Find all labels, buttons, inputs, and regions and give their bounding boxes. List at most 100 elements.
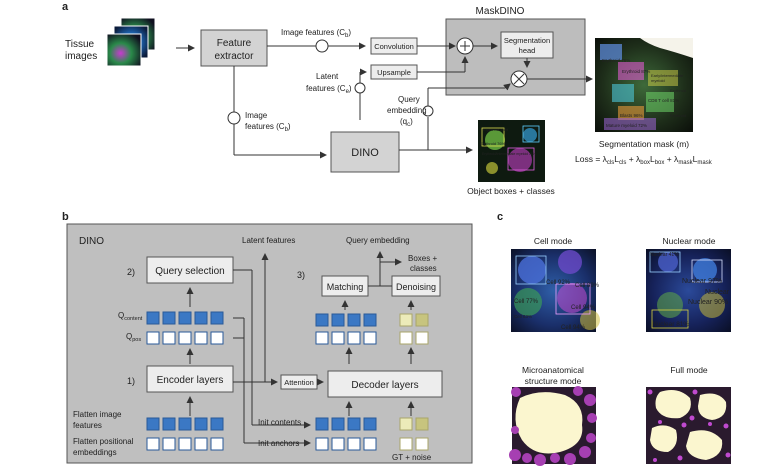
seg-label-5: Erythroid xyxy=(670,88,686,93)
nuclear-label-3: Nuclear xyxy=(705,289,730,296)
cell-label-6: Cell 63% xyxy=(514,314,532,319)
panel-c-label: c xyxy=(497,211,503,223)
init-anchors-label: Init anchors xyxy=(258,439,299,448)
feature-extractor-label-2: extractor xyxy=(215,51,255,62)
dino-label: DINO xyxy=(351,147,379,159)
flatten-image-tokens xyxy=(146,417,224,431)
boxes-classes-label-1: Boxes + xyxy=(408,254,437,263)
object-boxes-image xyxy=(478,120,545,182)
tissue-label-2: images xyxy=(65,51,97,62)
feature-extractor-label-1: Feature xyxy=(217,38,252,49)
image-features-left-label-1: Image xyxy=(245,111,268,120)
gt-noise-tokens xyxy=(399,417,429,451)
nuclear-label-2: Nuclear 97% xyxy=(682,278,722,285)
decoder-layers-label: Decoder layers xyxy=(351,380,418,391)
convolution-label: Convolution xyxy=(374,42,414,51)
micro-mode-title-1: Microanatomical xyxy=(522,365,584,375)
segmentation-head-label-2: head xyxy=(519,46,536,55)
full-mode-image xyxy=(646,387,731,464)
decoder-layers-box xyxy=(327,370,443,398)
flatten-pos-label-2: embeddings xyxy=(73,448,117,457)
q-pos-tokens xyxy=(146,331,224,345)
denoising-label: Denoising xyxy=(396,282,436,292)
init-contents-tokens xyxy=(315,417,377,431)
gt-noise-label: GT + noise xyxy=(392,453,432,462)
flatten-pos-label-1: Flatten positional xyxy=(73,437,134,446)
encoder-layers-label: Encoder layers xyxy=(157,375,224,386)
object-boxes-caption: Object boxes + classes xyxy=(467,186,555,196)
cell-label-5: Cell 94% xyxy=(561,325,586,331)
cell-label-4: Cell 94% xyxy=(571,305,596,311)
cell-label-1: Cell 92% xyxy=(546,280,571,286)
micro-mode-title-2: structure mode xyxy=(525,376,582,386)
maskdino-title: MaskDINO xyxy=(476,6,525,17)
nuclear-label-5: Nuclear 81% xyxy=(652,321,689,328)
segmentation-head-label-1: Segmentation xyxy=(504,36,550,45)
q-content-tokens xyxy=(146,311,224,325)
decoder-query-pos-tokens xyxy=(315,331,377,345)
seg-label-3: Early/intermediate xyxy=(651,73,684,78)
tissue-label-1: Tissue xyxy=(65,39,95,50)
image-features-node-left xyxy=(227,111,241,125)
nuclear-label-1: Nuclear 41% xyxy=(650,252,679,258)
image-features-top-label: Image features (Cb) xyxy=(281,28,351,39)
cell-label-3: Cell 77% xyxy=(514,299,539,305)
seg-label-8: Erythroid xyxy=(670,113,686,118)
query-label-1: Query xyxy=(398,95,420,104)
cell-mode-image xyxy=(511,249,600,332)
latent-node xyxy=(354,82,366,94)
decoder-query-content-tokens xyxy=(315,313,377,327)
init-contents-label: Init contents xyxy=(258,418,301,427)
nuclear-label-4: Nuclear 90% xyxy=(688,299,728,306)
seg-label-4: myeloid xyxy=(651,78,665,83)
query-embedding-label: Query embedding xyxy=(346,236,410,245)
nuclear-mode-title: Nuclear mode xyxy=(663,236,716,246)
latent-features-label: Latent features xyxy=(242,236,295,245)
q-pos-label: Qpos xyxy=(126,332,141,343)
dino-box xyxy=(330,131,400,173)
cell-mode-title: Cell mode xyxy=(534,236,573,246)
flatten-pos-tokens xyxy=(146,437,224,451)
nuclear-mode-image xyxy=(646,249,731,332)
matching-label: Matching xyxy=(327,282,364,292)
latent-label-2: features (Ce) xyxy=(306,84,352,95)
segmentation-head-box xyxy=(500,31,554,59)
flatten-image-label-2: features xyxy=(73,421,102,430)
query-label-3: (qc) xyxy=(400,117,413,128)
seg-label-9: Mature myeloid 72% xyxy=(606,123,647,128)
step-2-label: 2) xyxy=(127,267,135,277)
attention-label: Attention xyxy=(284,378,314,387)
seg-label-6: CD8 T cell 81% xyxy=(648,98,679,103)
segmentation-mask-image xyxy=(595,38,693,132)
panel-a-label: a xyxy=(62,1,69,13)
arrow-query-to-times xyxy=(503,83,511,91)
decoder-dn-tokens xyxy=(399,313,429,345)
image-features-left-label-2: features (Cb) xyxy=(245,122,291,133)
step-3-label: 3) xyxy=(297,270,305,280)
step-1-label: 1) xyxy=(127,376,135,386)
tissue-image-stack xyxy=(106,17,156,67)
panel-b-label: b xyxy=(62,211,69,223)
encoder-layers-box xyxy=(146,365,234,393)
seg-label-7: Blasts 96% xyxy=(620,113,643,118)
full-mode-title: Full mode xyxy=(670,365,708,375)
boxes-classes-label-2: classes xyxy=(410,264,437,273)
segmentation-mask-caption: Segmentation mask (m) xyxy=(599,139,689,149)
q-content-label: Qcontent xyxy=(118,311,143,322)
image-features-node-top xyxy=(315,39,329,53)
upsample-label: Upsample xyxy=(377,68,411,77)
object-label-2: Erythroid 76% xyxy=(480,141,506,146)
micro-mode-image xyxy=(509,386,597,466)
query-selection-label: Query selection xyxy=(155,266,224,277)
flatten-image-label-1: Flatten image xyxy=(73,410,122,419)
dino-detail-title: DINO xyxy=(79,236,104,247)
seg-label-1: Erythroid 76% xyxy=(602,58,630,63)
seg-label-2: Erythroid 87% xyxy=(622,69,650,74)
object-label-3: Erythroid/Intermediate myeloid 71% xyxy=(482,152,536,156)
latent-label-1: Latent xyxy=(316,72,339,81)
cell-label-2: Cell 89% xyxy=(575,283,600,289)
object-label-1: Erythroid 76% xyxy=(483,127,509,132)
init-anchors-tokens xyxy=(315,437,377,451)
